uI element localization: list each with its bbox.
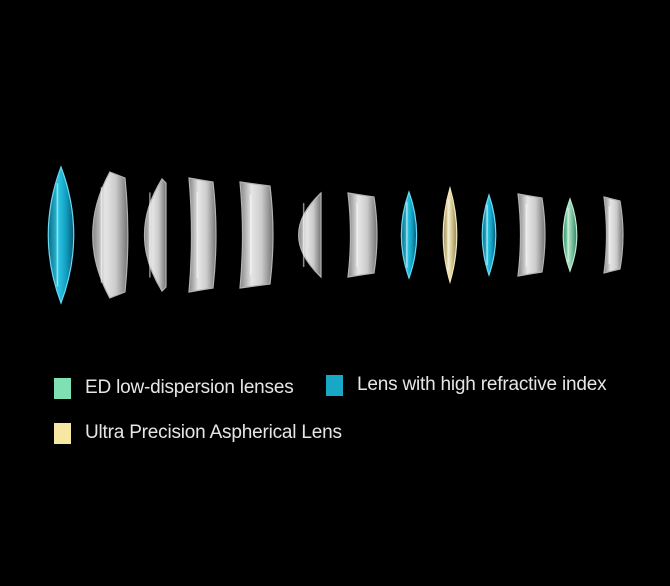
lens-element-clear [239,181,274,289]
lens-element-clear [143,178,167,292]
legend-swatch-high-index [326,374,343,396]
lens-element-clear [347,192,378,278]
legend-swatch-ed [54,377,71,399]
legend-item-ed: ED low-dispersion lenses [54,377,294,399]
lens-element-clear [188,177,217,293]
lens-element-high-index [481,193,497,277]
lens-element-high-index [47,165,75,305]
legend-item-high-index: Lens with high refractive index [326,374,607,396]
legend-label-ed: ED low-dispersion lenses [85,377,294,398]
lens-element-clear [517,193,546,277]
legend-swatch-aspherical [54,422,71,444]
lens-element-clear [298,191,322,279]
lens-element-clear [603,196,624,274]
lens-element-high-index [400,190,418,280]
lens-element-ed [562,197,578,273]
lens-element-clear [92,171,129,299]
legend-item-aspherical: Ultra Precision Aspherical Lens [54,422,342,444]
legend-label-aspherical: Ultra Precision Aspherical Lens [85,422,342,443]
lens-element-aspherical [442,185,458,285]
legend-label-high-index: Lens with high refractive index [357,374,607,395]
